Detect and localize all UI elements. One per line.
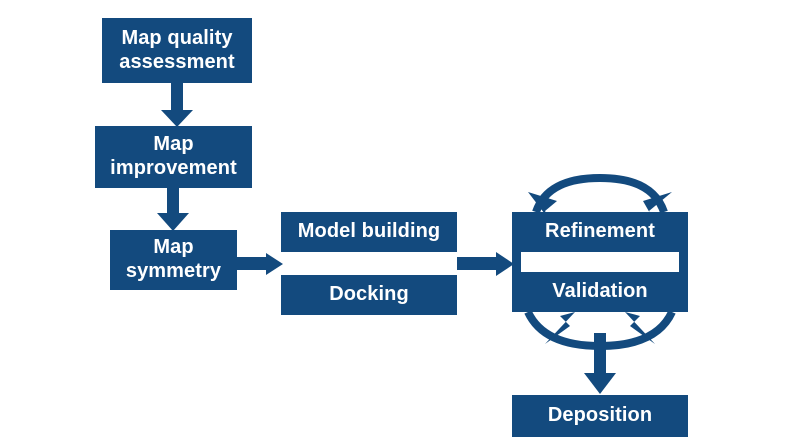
arrow-building-to-refinement bbox=[457, 252, 514, 276]
node-map-improvement[interactable]: Map improvement bbox=[95, 126, 252, 188]
cycle-block-left-edge bbox=[512, 252, 521, 272]
node-label-model-building: Model building bbox=[297, 220, 441, 243]
node-deposition[interactable]: Deposition bbox=[512, 395, 688, 437]
node-label-map-quality-assessment: Map quality assessment bbox=[119, 26, 235, 73]
node-map-symmetry[interactable]: Map symmetry bbox=[110, 230, 237, 290]
cycle-arc-bottom bbox=[524, 310, 676, 351]
node-docking[interactable]: Docking bbox=[281, 275, 457, 315]
arrow-improvement-to-symmetry bbox=[157, 188, 189, 231]
node-label-refinement: Refinement bbox=[545, 220, 655, 243]
arrow-quality-to-improvement bbox=[161, 83, 193, 127]
node-label-validation: Validation bbox=[552, 280, 648, 303]
arrow-cycle-to-deposition bbox=[584, 333, 616, 394]
node-label-map-symmetry: Map symmetry bbox=[125, 236, 222, 282]
node-label-map-improvement: Map improvement bbox=[110, 133, 237, 179]
cycle-block-right-edge bbox=[679, 252, 688, 272]
node-refinement[interactable]: Refinement bbox=[512, 212, 688, 252]
node-validation[interactable]: Validation bbox=[512, 272, 688, 312]
node-label-deposition: Deposition bbox=[547, 404, 653, 427]
arrow-symmetry-to-building bbox=[237, 253, 283, 275]
node-model-building[interactable]: Model building bbox=[281, 212, 457, 252]
node-label-docking: Docking bbox=[329, 283, 409, 306]
node-map-quality-assessment[interactable]: Map quality assessment bbox=[102, 18, 252, 83]
